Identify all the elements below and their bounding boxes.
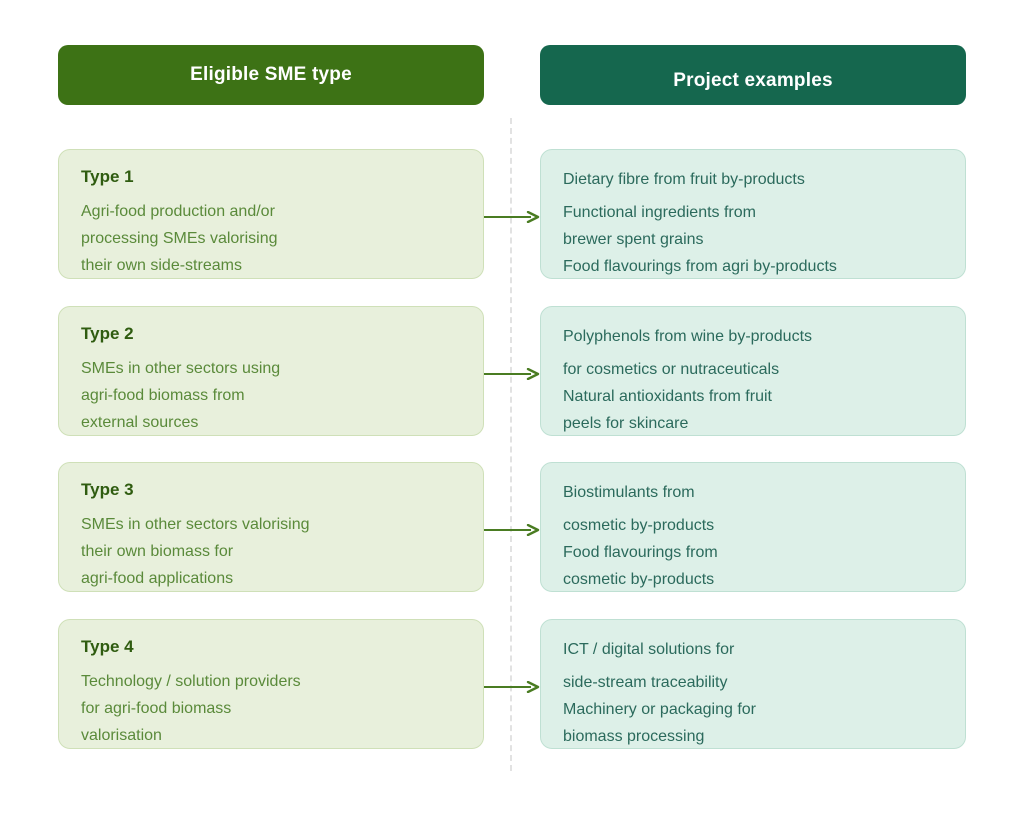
- sme-type-card[interactable]: Type 1 Agri-food production and/or process…: [58, 149, 484, 279]
- sme-type-title: Type 2: [81, 324, 134, 343]
- sme-type-description-line: their own biomass for: [81, 543, 234, 560]
- sme-type-description-line: SMEs in other sectors using: [81, 360, 281, 377]
- sme-type-description-line: their own side-streams: [81, 257, 242, 274]
- sme-type-title: Type 1: [81, 167, 134, 186]
- arrow-right-icon: [484, 211, 540, 223]
- sme-type-description-line: agri-food biomass from: [81, 387, 245, 404]
- sme-type-description-line: processing SMEs valorising: [81, 230, 278, 247]
- column-header-right-label: Project examples: [673, 70, 833, 91]
- project-example-line: Machinery or packaging for: [563, 701, 756, 718]
- project-example-line: Biostimulants from: [563, 484, 695, 501]
- project-example-line: peels for skincare: [563, 415, 689, 432]
- diagram-row: Type 4 Technology / solution providers for…: [0, 619, 1024, 749]
- project-example-line: brewer spent grains: [563, 231, 704, 248]
- sme-type-title: Type 4: [81, 637, 134, 656]
- sme-type-description-line: agri-food applications: [81, 570, 234, 587]
- diagram-row: Type 2 SMEs in other sectors using agri-fo…: [0, 306, 1024, 436]
- arrow-right-icon: [484, 681, 540, 693]
- project-examples-card[interactable]: ICT / digital solutions for side-stream t…: [540, 619, 966, 749]
- project-example-line: for cosmetics or nutraceuticals: [563, 361, 780, 378]
- column-header-project-examples: Project examples: [540, 45, 966, 105]
- column-header-left-label: Eligible SME type: [190, 64, 352, 85]
- arrow-right-icon: [484, 368, 540, 380]
- project-example-line: Food flavourings from: [563, 544, 718, 561]
- diagram-row: Type 1 Agri-food production and/or process…: [0, 149, 1024, 279]
- sme-type-description-line: external sources: [81, 414, 199, 431]
- project-example-line: side-stream traceability: [563, 674, 728, 691]
- project-example-line: cosmetic by-products: [563, 517, 715, 534]
- arrow-right-icon: [484, 524, 540, 536]
- sme-type-description-line: valorisation: [81, 727, 162, 744]
- sme-type-card[interactable]: Type 3 SMEs in other sectors valorising th…: [58, 462, 484, 592]
- column-divider: [510, 118, 512, 771]
- project-examples-card[interactable]: Polyphenols from wine by-products for cos…: [540, 306, 966, 436]
- sme-type-card[interactable]: Type 4 Technology / solution providers for…: [58, 619, 484, 749]
- project-example-line: biomass processing: [563, 728, 705, 745]
- project-example-line: Functional ingredients from: [563, 204, 756, 221]
- sme-type-description-line: for agri-food biomass: [81, 700, 232, 717]
- sme-type-description-line: Agri-food production and/or: [81, 203, 275, 220]
- diagram-row: Type 3 SMEs in other sectors valorising th…: [0, 462, 1024, 592]
- project-example-line: Food flavourings from agri by-products: [563, 258, 837, 275]
- sme-type-description-line: Technology / solution providers: [81, 673, 301, 690]
- project-example-line: Natural antioxidants from fruit: [563, 388, 772, 405]
- sme-type-description-line: SMEs in other sectors valorising: [81, 516, 310, 533]
- project-example-line: cosmetic by-products: [563, 571, 715, 588]
- sme-type-title: Type 3: [81, 480, 134, 499]
- project-example-line: ICT / digital solutions for: [563, 641, 735, 658]
- project-example-line: Polyphenols from wine by-products: [563, 328, 813, 345]
- project-example-line: Dietary fibre from fruit by-products: [563, 171, 805, 188]
- column-header-eligible-sme-type: Eligible SME type: [58, 45, 484, 105]
- sme-type-card[interactable]: Type 2 SMEs in other sectors using agri-fo…: [58, 306, 484, 436]
